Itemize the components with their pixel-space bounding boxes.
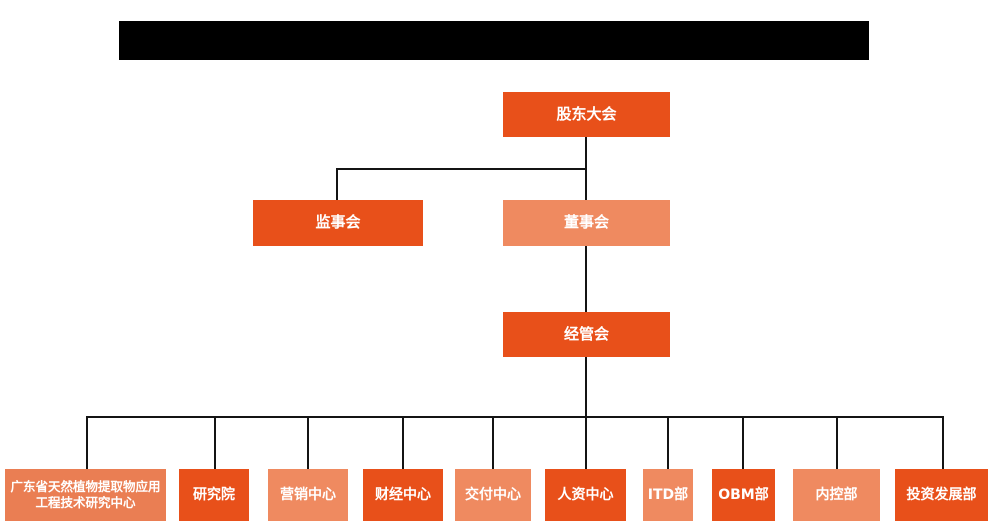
node-label: 交付中心: [465, 486, 521, 503]
node-supervisory-board: 监事会: [253, 200, 423, 246]
connector-line: [836, 416, 838, 469]
node-label: 董事会: [563, 213, 609, 232]
connector-line: [585, 416, 587, 469]
node-hr-center: 人资中心: [545, 469, 626, 521]
node-obm-dept: OBM部: [712, 469, 775, 521]
node-label: 广东省天然植物提取物应用工程技术研究中心: [10, 478, 161, 510]
node-label: ITD部: [647, 486, 689, 503]
redacted-title-bar: [119, 21, 869, 60]
node-itd-dept: ITD部: [643, 469, 693, 521]
node-label: 投资发展部: [906, 486, 977, 503]
connector-line: [585, 246, 587, 312]
node-finance-center: 财经中心: [363, 469, 443, 521]
node-marketing-center: 营销中心: [268, 469, 348, 521]
node-label: OBM部: [718, 486, 769, 503]
connector-line: [214, 416, 216, 469]
connector-line: [492, 416, 494, 469]
node-delivery-center: 交付中心: [455, 469, 531, 521]
connector-line: [402, 416, 404, 469]
node-label: 经管会: [563, 324, 609, 343]
connector-line: [667, 416, 669, 469]
connector-line: [307, 416, 309, 469]
connector-line: [742, 416, 744, 469]
node-label: 研究院: [193, 486, 235, 503]
node-internal-control-dept: 内控部: [793, 469, 880, 521]
node-label: 监事会: [315, 213, 361, 232]
node-board-of-directors: 董事会: [503, 200, 670, 246]
connector-line: [86, 416, 88, 469]
node-gd-research-center: 广东省天然植物提取物应用工程技术研究中心: [5, 469, 166, 521]
connector-line: [336, 168, 587, 170]
node-label: 人资中心: [557, 486, 614, 503]
node-label: 营销中心: [280, 486, 336, 503]
node-research-institute: 研究院: [179, 469, 249, 521]
connector-line: [86, 416, 944, 418]
connector-line: [336, 168, 338, 200]
node-management-committee: 经管会: [503, 312, 670, 357]
connector-line: [585, 357, 587, 417]
connector-line: [942, 416, 944, 469]
node-label: 内控部: [815, 486, 858, 503]
node-investment-dev-dept: 投资发展部: [895, 469, 988, 521]
node-shareholders-meeting: 股东大会: [503, 92, 670, 137]
node-label: 股东大会: [556, 104, 617, 123]
node-label: 财经中心: [375, 486, 431, 503]
